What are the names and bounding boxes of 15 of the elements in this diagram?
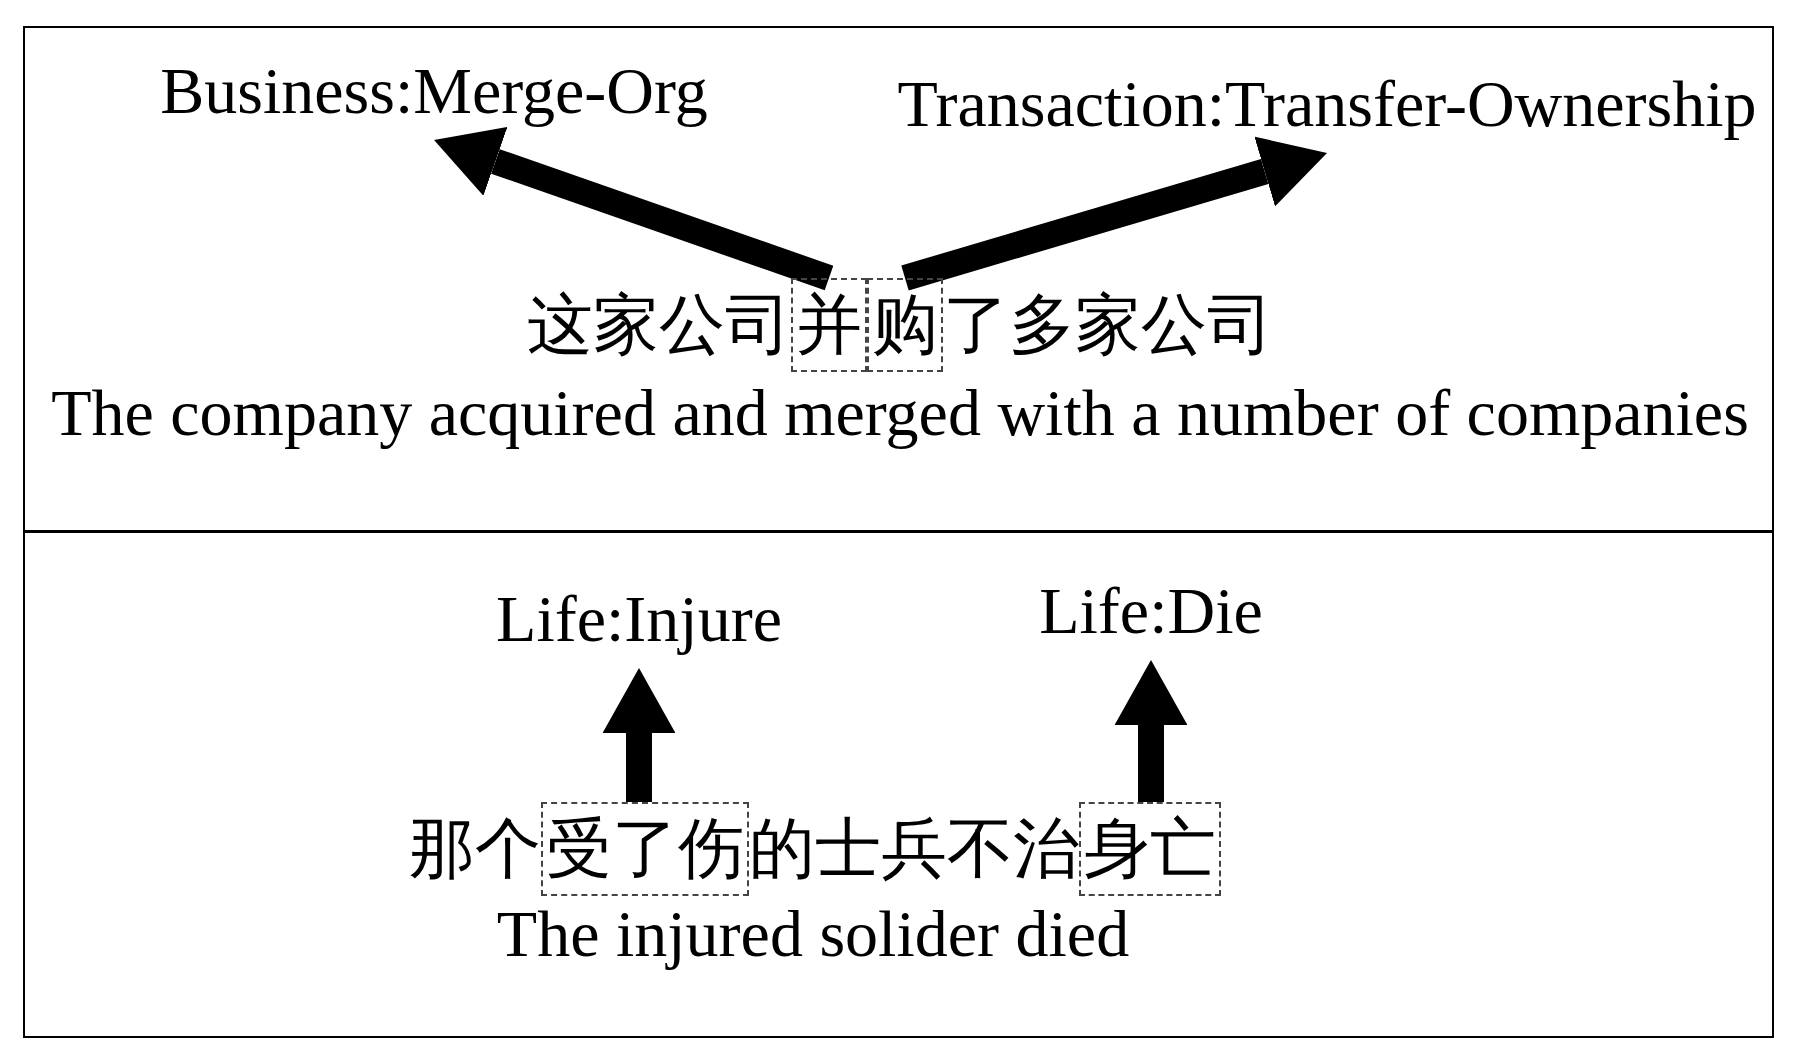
arrow	[434, 127, 834, 291]
sentence-text: 这家公司	[527, 292, 791, 358]
example-panel	[23, 530, 1774, 1038]
event-type-label: Life:Die	[1039, 578, 1263, 644]
sentence-text: 那个	[409, 816, 541, 882]
sentence-text: 的士兵不治	[749, 816, 1079, 882]
trigger-word-box: 受了伤	[541, 802, 749, 896]
trigger-word-box: 身亡	[1079, 802, 1221, 896]
trigger-word-box: 购	[867, 278, 943, 372]
arrow	[602, 668, 676, 802]
arrow	[901, 136, 1328, 291]
sentence-text: 了多家公司	[943, 292, 1273, 358]
trigger-word-box: 并	[791, 278, 867, 372]
arrow	[1114, 660, 1188, 802]
example-panel	[23, 26, 1774, 533]
